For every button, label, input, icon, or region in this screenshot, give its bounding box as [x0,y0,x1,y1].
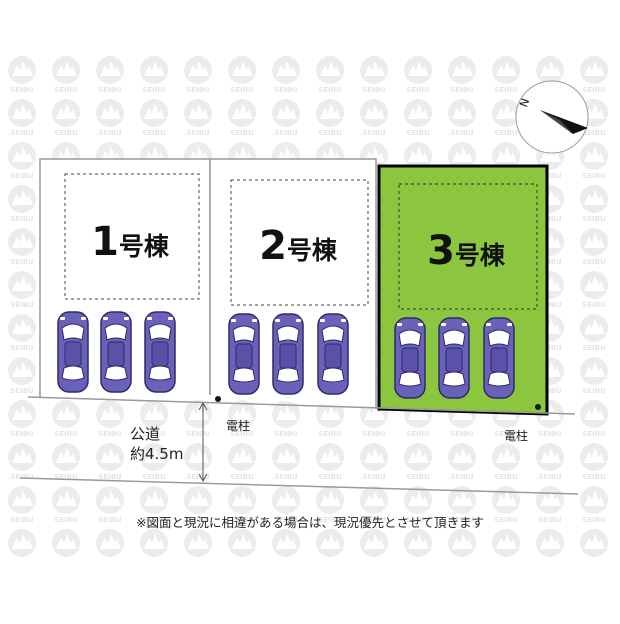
car-icon [57,311,89,393]
car-icon [100,311,132,393]
car-icon [317,313,349,395]
lot-3-building-footprint [398,183,538,310]
road-label: 公道 約4.5m [130,424,183,464]
lot-2-building-footprint [230,179,369,306]
lot-2-number: 2 [259,223,287,269]
lot-3-suffix: 号棟 [454,241,505,270]
utility-pole-marker [215,396,221,402]
car-icon [394,317,426,399]
utility-pole-marker [535,404,541,410]
car-icon [483,317,515,399]
parking-cars [57,311,515,399]
disclaimer-note: ※図面と現況に相違がある場合は、現況優先とさせて頂きます [136,515,484,530]
north-arrow-icon: N [515,80,589,154]
lot-1-number: 1 [91,219,119,265]
car-icon [438,317,470,399]
utility-pole-label: 電柱 [504,429,529,443]
car-icon [144,311,176,393]
lot-2-suffix: 号棟 [286,236,337,265]
lot-1-suffix: 号棟 [118,232,169,261]
car-icon [272,313,304,395]
road-name: 公道 [130,425,161,443]
utility-pole-label: 電柱 [226,419,251,433]
road-edge-lower [19,477,579,495]
road-width: 約4.5m [130,445,184,463]
road-edge-upper [27,396,576,415]
car-icon [228,313,260,395]
lot-3-number: 3 [427,228,455,274]
lot-1-building-footprint [64,173,200,300]
road-width-dimension [198,401,208,483]
